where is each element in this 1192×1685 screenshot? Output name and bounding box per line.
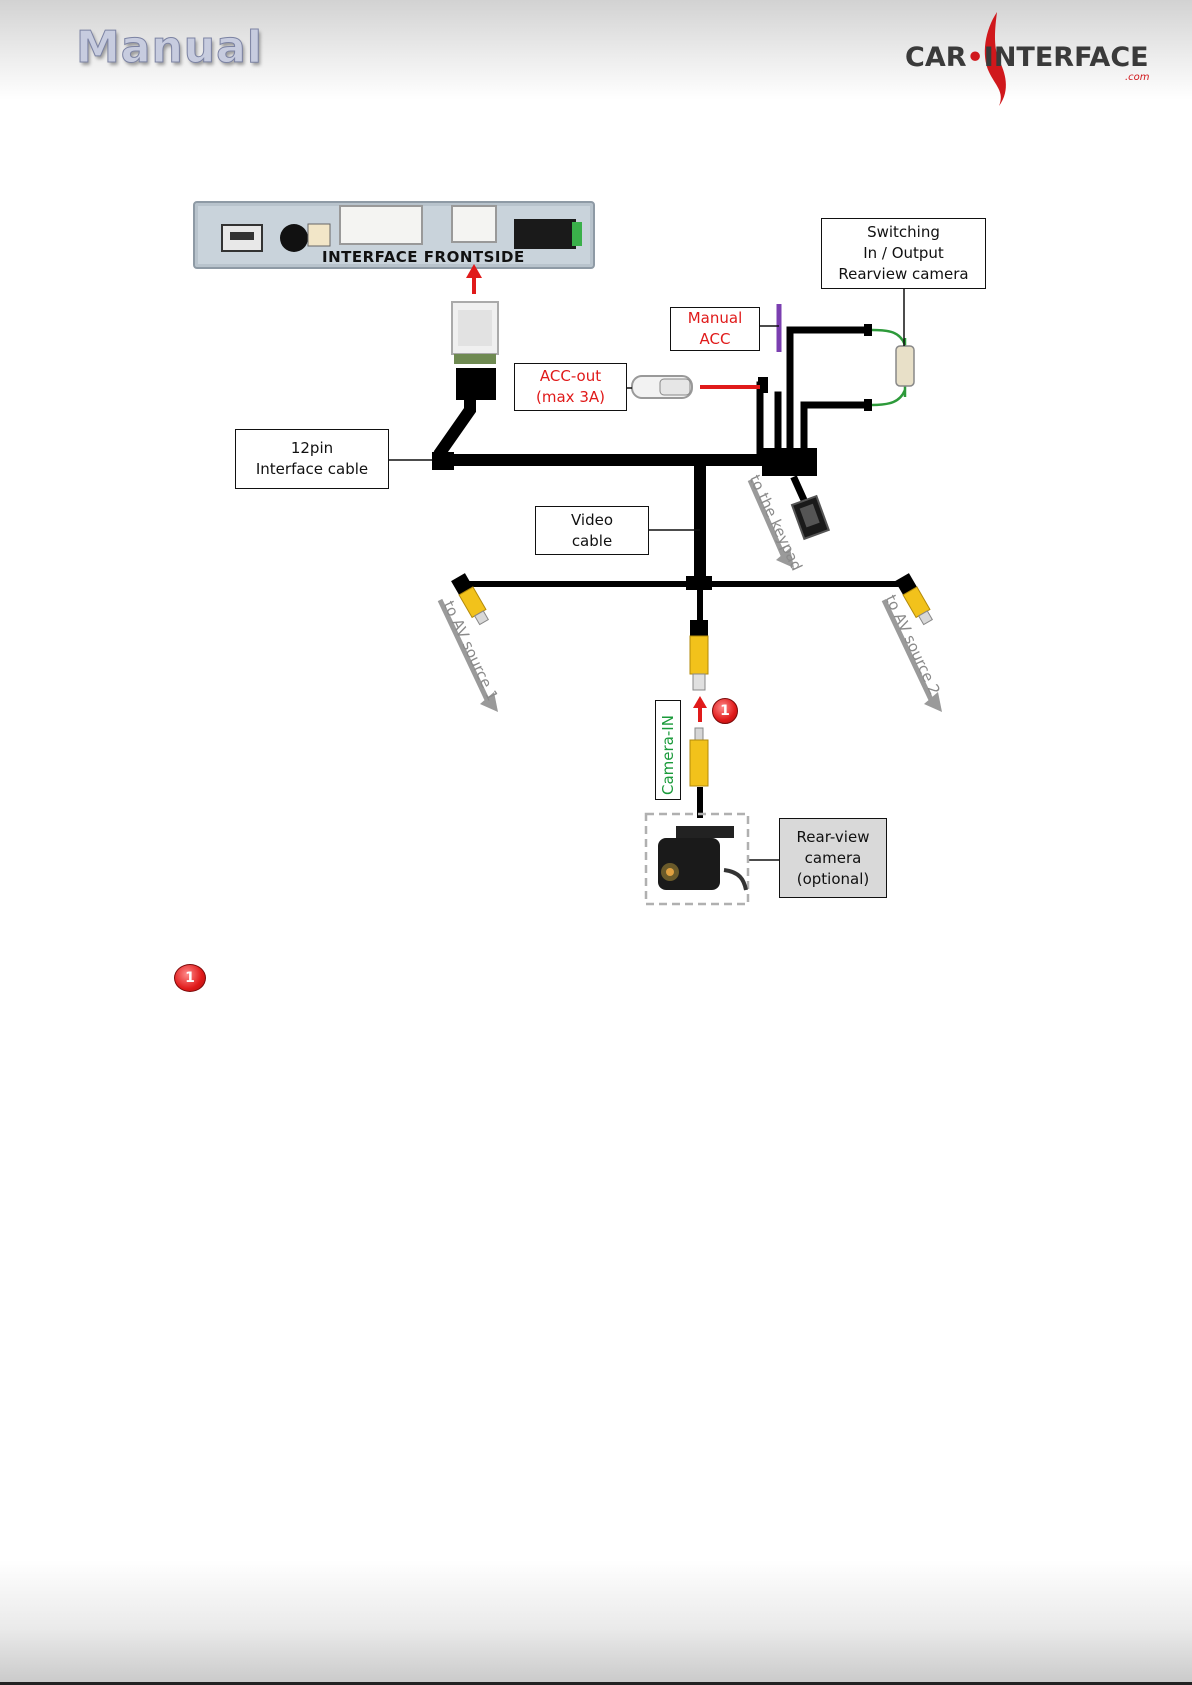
rca-plug-camera-in [690,620,708,690]
switching-label: Switching In / Output Rearview camera [821,218,986,289]
keypad-connector [792,496,829,539]
video-cable-label: Video cable [535,506,649,555]
manual-acc-line-2: ACC [700,329,731,350]
switching-line-2: In / Output [863,243,944,264]
rca-plug-camera [690,728,708,786]
interface-cable-line-1: 12pin [291,438,333,459]
connector-port-icon [340,206,422,244]
connector-port-icon-2 [452,206,496,242]
step-marker-diagram: 1 [712,698,738,724]
rear-view-camera-line-3: (optional) [797,869,870,890]
interface-frontside-label: INTERFACE FRONTSIDE [322,248,525,266]
fuse-holder-icon [632,376,692,398]
camera-in-label-box: Camera-IN [655,700,681,800]
direction-arrows [440,480,942,712]
rear-view-camera-icon [646,814,748,904]
rear-view-camera-label: Rear-view camera (optional) [779,818,887,898]
acc-out-line-2: (max 3A) [536,387,605,408]
interface-cable-label: 12pin Interface cable [235,429,389,489]
switching-line-1: Switching [867,222,940,243]
page-footer [0,1560,1192,1685]
acc-out-line-1: ACC-out [540,366,601,387]
switching-line-3: Rearview camera [838,264,968,285]
12pin-connector [452,302,498,400]
video-cable-line-1: Video [571,510,613,531]
camera-in-label: Camera-IN [659,715,677,795]
jack-port-icon [280,224,308,252]
interface-cable-line-2: Interface cable [256,459,368,480]
connector-port-icon-3 [514,219,576,249]
rear-view-camera-line-2: camera [805,848,862,869]
video-cable-line-2: cable [572,531,612,552]
rear-view-camera-line-1: Rear-view [797,827,870,848]
step-marker-note: 1 [174,964,206,992]
arrow-up-icon-2 [693,696,707,708]
manual-acc-line-1: Manual [688,308,743,329]
manual-acc-label: Manual ACC [670,307,760,351]
acc-out-label: ACC-out (max 3A) [514,363,627,411]
